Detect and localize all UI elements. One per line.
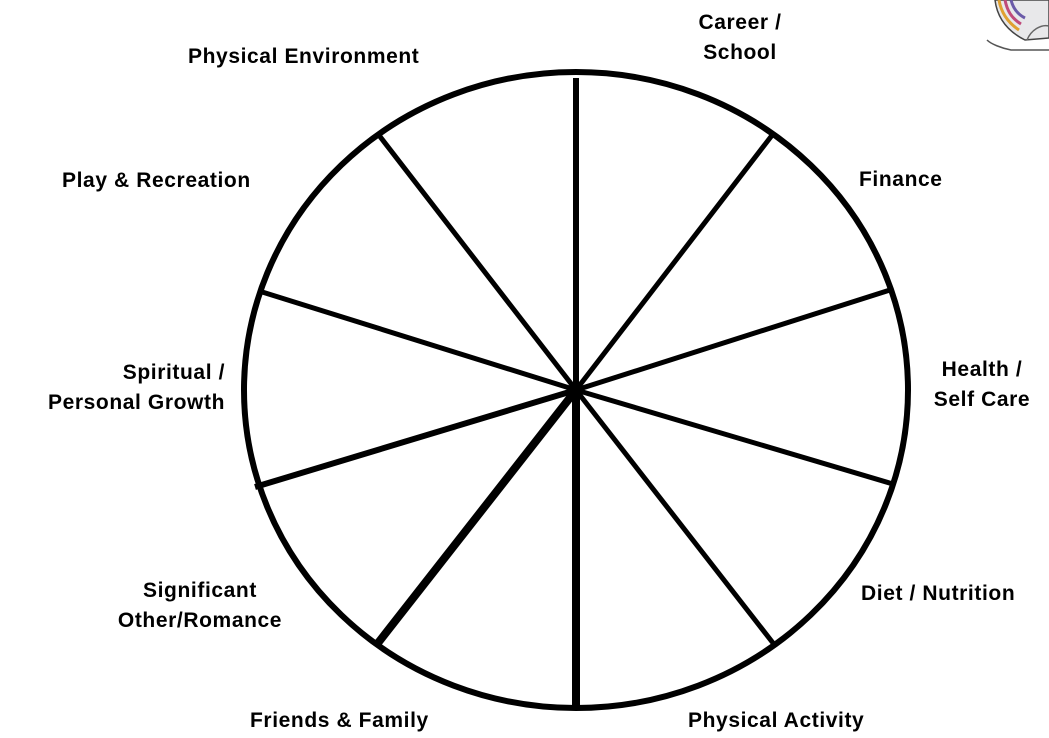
spoke-activity-friends <box>574 388 775 645</box>
label-diet: Diet / Nutrition <box>861 582 1016 605</box>
spoke-diet-activity <box>575 387 894 487</box>
spoke-romance-spiritual <box>374 387 580 646</box>
label-friends: Friends & Family <box>250 709 429 732</box>
spoke-play-environment <box>258 288 577 393</box>
label-health: Health / Self Care <box>933 358 1031 411</box>
label-career: Career / School <box>698 11 782 64</box>
wheel-outline <box>241 69 911 711</box>
label-spiritual: Spiritual / Personal Growth <box>47 361 225 414</box>
spoke-environment-career <box>376 132 578 392</box>
label-physical-activity: Physical Activity <box>688 709 865 732</box>
label-play: Play & Recreation <box>62 169 251 192</box>
spoke-finance-health <box>574 132 775 392</box>
label-finance: Finance <box>859 168 943 191</box>
spoke-spiritual-play <box>254 387 577 490</box>
pencil-drawing-icon <box>986 0 1049 51</box>
label-environment: Physical Environment <box>188 45 420 68</box>
spoke-health-diet <box>575 286 894 393</box>
label-romance: Significant Other/Romance <box>117 579 283 632</box>
